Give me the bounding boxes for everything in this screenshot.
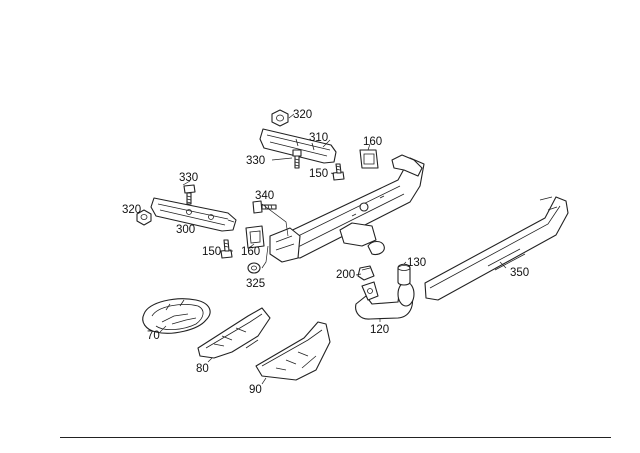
callout-130: 130 [407,257,426,269]
callout-310: 310 [309,132,328,144]
bracket-310 [259,128,337,164]
callout-320-left: 320 [122,204,141,216]
callout-150-top: 150 [309,168,328,180]
bolt-150-top [332,163,345,181]
tray-70 [142,298,211,334]
callout-90: 90 [249,384,262,396]
nut-320-top [271,109,289,127]
callout-340: 340 [255,190,274,202]
trailer-hitch-frame [269,154,425,263]
bolt-340 [252,200,277,214]
callout-150-left: 150 [202,246,221,258]
insert-90 [255,321,331,381]
ball-neck-120 [355,281,415,320]
socket-200 [357,265,375,281]
callout-160-top: 160 [363,136,382,148]
callout-320-top: 320 [293,109,312,121]
callout-330-left: 330 [179,172,198,184]
callout-325: 325 [246,278,265,290]
washer-325 [247,262,261,274]
insert-80 [197,307,271,359]
nut-320-left [136,209,152,226]
clip-160b [245,225,265,249]
callout-120: 120 [370,324,389,336]
bumper-reinforcement-350 [424,196,569,301]
cap-130 [397,263,411,286]
bolt-150-left [220,239,233,259]
callout-350: 350 [510,267,529,279]
callout-80: 80 [196,363,209,375]
callout-labels: 320 310 160 330 150 330 340 320 300 150 … [122,109,529,396]
bolt-330-top [292,149,302,169]
clip-160a [359,149,379,169]
bolt-330-left [183,184,196,205]
callout-330-top: 330 [246,155,265,167]
callout-70: 70 [147,330,160,342]
leader-lines [159,113,507,385]
callout-160-left: 160 [241,246,260,258]
callout-300: 300 [176,224,195,236]
callout-200: 200 [336,269,355,281]
bottom-divider [60,437,611,438]
bracket-300 [150,197,237,232]
